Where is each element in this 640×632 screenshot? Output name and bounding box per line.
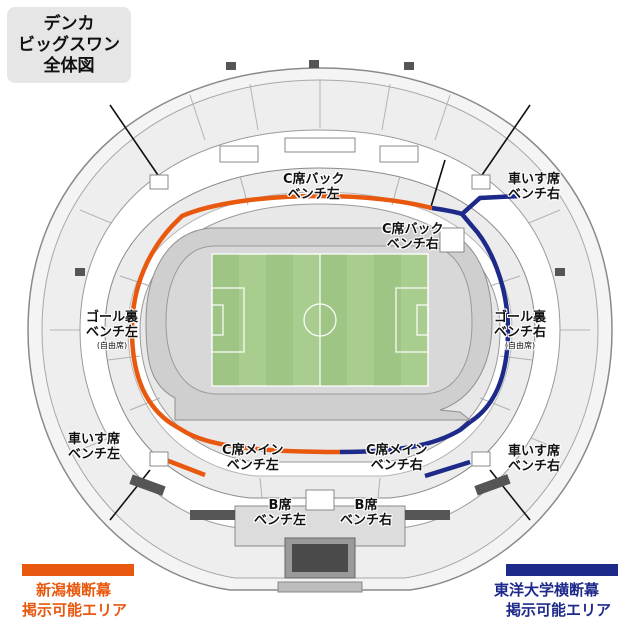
- label-goal-right: ゴール裏ベンチ右 (自由席): [494, 310, 547, 350]
- toyo-banner-area-3: [460, 193, 521, 216]
- label-c-back-left: C席バックベンチ左: [283, 172, 345, 202]
- label-goal-left-note: (自由席): [96, 341, 128, 350]
- title-line-2: ビッグスワン: [18, 35, 120, 55]
- legend-toyo-line-2: 掲示可能エリア: [506, 601, 612, 619]
- legend-niigata-swatch: [22, 564, 134, 576]
- label-wheelchair-top-right: 車いす席ベンチ右: [508, 172, 561, 202]
- label-goal-left: ゴール裏ベンチ左 (自由席): [86, 310, 139, 350]
- legend-toyo-line-1: 東洋大学横断幕: [494, 581, 600, 599]
- legend-niigata-line-2: 掲示可能エリア: [22, 601, 128, 619]
- toyo-banner-area: [339, 205, 511, 455]
- legend-niigata-line-1: 新潟横断幕: [36, 581, 112, 599]
- concourse-buildings: [149, 137, 491, 467]
- title-line-1: デンカ: [43, 14, 95, 34]
- label-wheelchair-bottom-right: 車いす席ベンチ右: [508, 444, 561, 474]
- label-c-main-right: C席メインベンチ右: [366, 443, 428, 473]
- label-goal-right-note: (自由席): [504, 341, 536, 350]
- legend-toyo-swatch: [506, 564, 618, 576]
- label-b-right: B席ベンチ右: [340, 498, 393, 528]
- label-b-left: B席ベンチ左: [254, 498, 307, 528]
- label-c-main-left: C席メインベンチ左: [222, 443, 284, 473]
- niigata-banner-area-2: [165, 457, 206, 478]
- label-wheelchair-bottom-left: 車いす席ベンチ左: [68, 432, 121, 462]
- title-line-3: 全体図: [43, 56, 95, 76]
- soccer-pitch: [211, 253, 429, 387]
- label-c-back-right: C席バックベンチ右: [382, 222, 444, 252]
- niigata-banner-area: [129, 193, 433, 455]
- toyo-banner-area-2: [424, 459, 471, 479]
- zone-divider-lines: [109, 104, 531, 521]
- main-stand: [129, 474, 511, 593]
- map-title-box: デンカ ビッグスワン 全体図: [7, 7, 131, 83]
